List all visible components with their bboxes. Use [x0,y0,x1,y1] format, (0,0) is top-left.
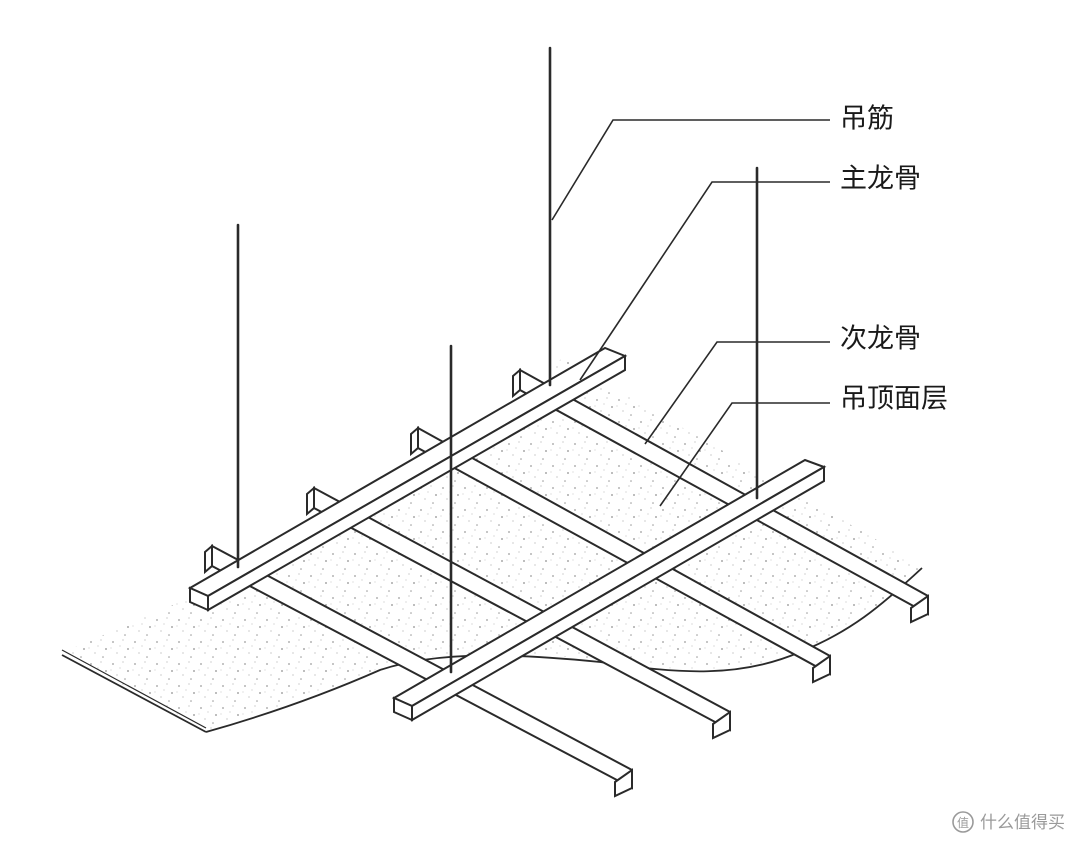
ceiling-board [61,358,923,733]
label-hanger-rod: 吊筋 [840,104,894,135]
smzdm-logo-icon: 值 [952,811,974,833]
leader-hanger-rod [551,119,830,221]
ceiling-board-near-edge [205,567,923,733]
secondary-keels [204,367,929,798]
hanger-rods [236,46,759,674]
leader-main-keel [579,181,830,381]
secondary-keel-3 [306,485,731,740]
leader-lines [551,119,830,507]
ceiling-board-fill [62,358,922,730]
secondary-keel-1 [512,367,929,624]
watermark-text: 什么值得买 [980,813,1065,833]
secondary-keel-4 [204,543,633,798]
label-ceiling-surface: 吊顶面层 [840,384,948,415]
svg-text:值: 值 [957,815,969,830]
leader-ceiling-surface [659,402,830,507]
label-secondary-keel: 次龙骨 [840,324,921,355]
watermark: 值 什么值得买 [952,811,1065,833]
main-keel-front [391,458,827,722]
main-keel-back [187,346,628,612]
leader-secondary-keel [644,341,830,445]
label-main-keel: 主龙骨 [840,164,921,195]
main-keels [187,346,827,722]
ceiling-board-front-edge [61,654,207,733]
secondary-keel-2 [410,425,831,684]
ceiling-board-front-edge-lower [61,649,207,729]
